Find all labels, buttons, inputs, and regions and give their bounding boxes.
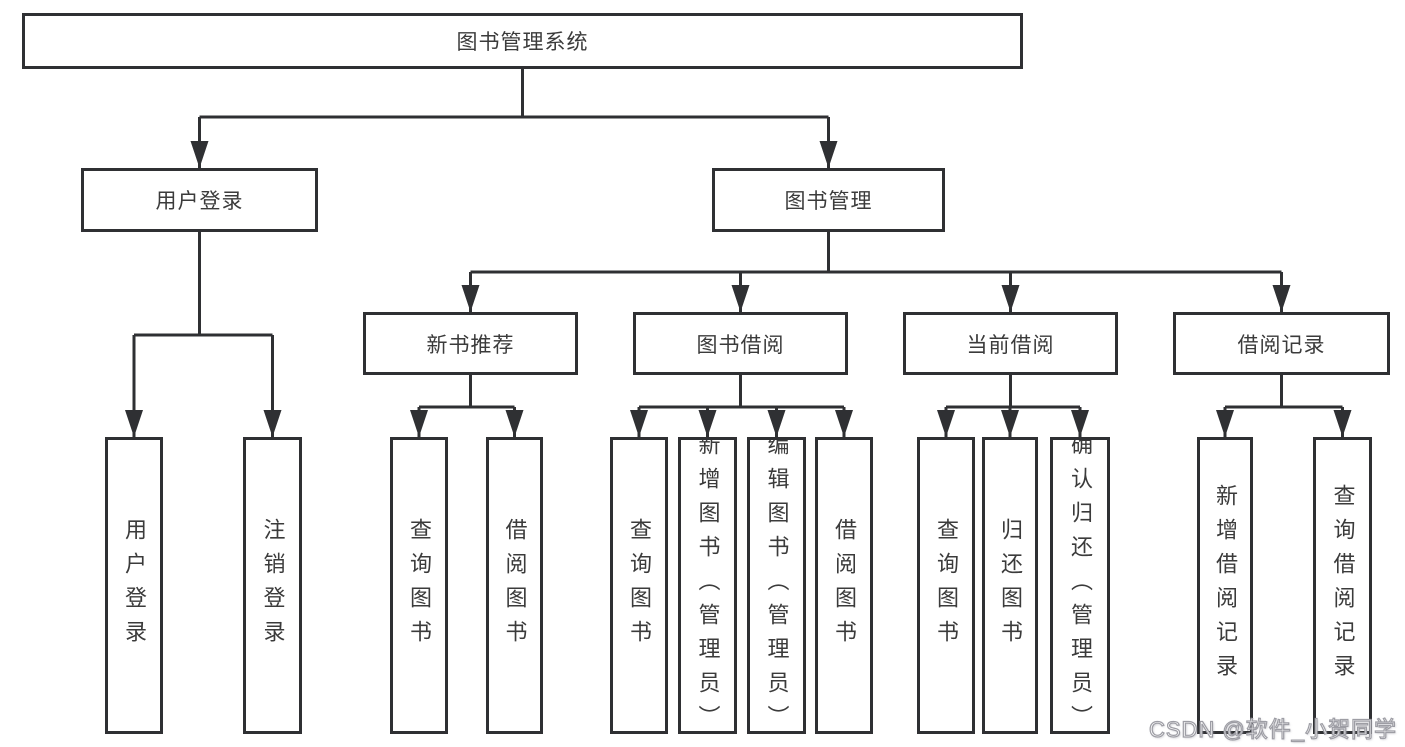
node-borrowing-records: 借阅记录 [1173,312,1390,375]
node-label: 编辑图书（管理员） [764,437,790,734]
node-label: 用户登录 [122,517,147,654]
node-leaf-logout: 注销登录 [243,437,302,734]
node-label: 查询图书 [627,517,652,654]
node-leaf-query-book-current: 查询图书 [917,437,975,734]
node-label: 当前借阅 [966,333,1055,357]
node-leaf-user-login: 用户登录 [105,437,163,734]
node-label: 借阅图书 [832,517,857,654]
arrowheads [125,141,1352,437]
node-label: 新增图书（管理员） [695,437,721,734]
node-leaf-query-book-recommend: 查询图书 [390,437,448,734]
node-library-management-system: 图书管理系统 [22,13,1023,69]
node-new-book-recommend: 新书推荐 [363,312,578,375]
csdn-watermark: CSDN @软件_小贺同学 [1148,716,1397,742]
node-label: 用户登录 [155,190,244,213]
node-leaf-borrow-book-recommend: 借阅图书 [486,437,543,734]
node-label: 确认归还（管理员） [1068,437,1093,734]
node-label: 查询借阅记录 [1330,483,1356,688]
node-label: 图书管理系统 [456,31,589,54]
node-book-management-group: 图书管理 [712,168,945,232]
node-leaf-add-book-admin: 新增图书（管理员） [678,437,737,734]
node-user-login-group: 用户登录 [81,168,318,232]
node-leaf-edit-book-admin: 编辑图书（管理员） [747,437,806,734]
node-label: 归还图书 [998,517,1023,654]
node-label: 查询图书 [407,517,432,654]
node-label: 图书管理 [784,190,873,213]
node-label: 注销登录 [260,517,286,654]
node-leaf-return-book: 归还图书 [982,437,1038,734]
node-leaf-add-borrow-record: 新增借阅记录 [1197,437,1253,734]
node-leaf-query-book-borrowing: 查询图书 [610,437,668,734]
node-leaf-query-borrow-record: 查询借阅记录 [1313,437,1372,734]
node-leaf-borrow-book: 借阅图书 [815,437,873,734]
node-book-borrowing: 图书借阅 [633,312,848,375]
node-label: 新增借阅记录 [1213,483,1238,688]
node-label: 图书借阅 [696,333,785,357]
node-leaf-confirm-return-admin: 确认归还（管理员） [1050,437,1110,734]
node-label: 借阅图书 [502,517,528,654]
node-label: 借阅记录 [1237,333,1326,357]
node-label: 新书推荐 [426,333,515,357]
node-label: 查询图书 [934,517,959,654]
node-current-borrowing: 当前借阅 [903,312,1118,375]
